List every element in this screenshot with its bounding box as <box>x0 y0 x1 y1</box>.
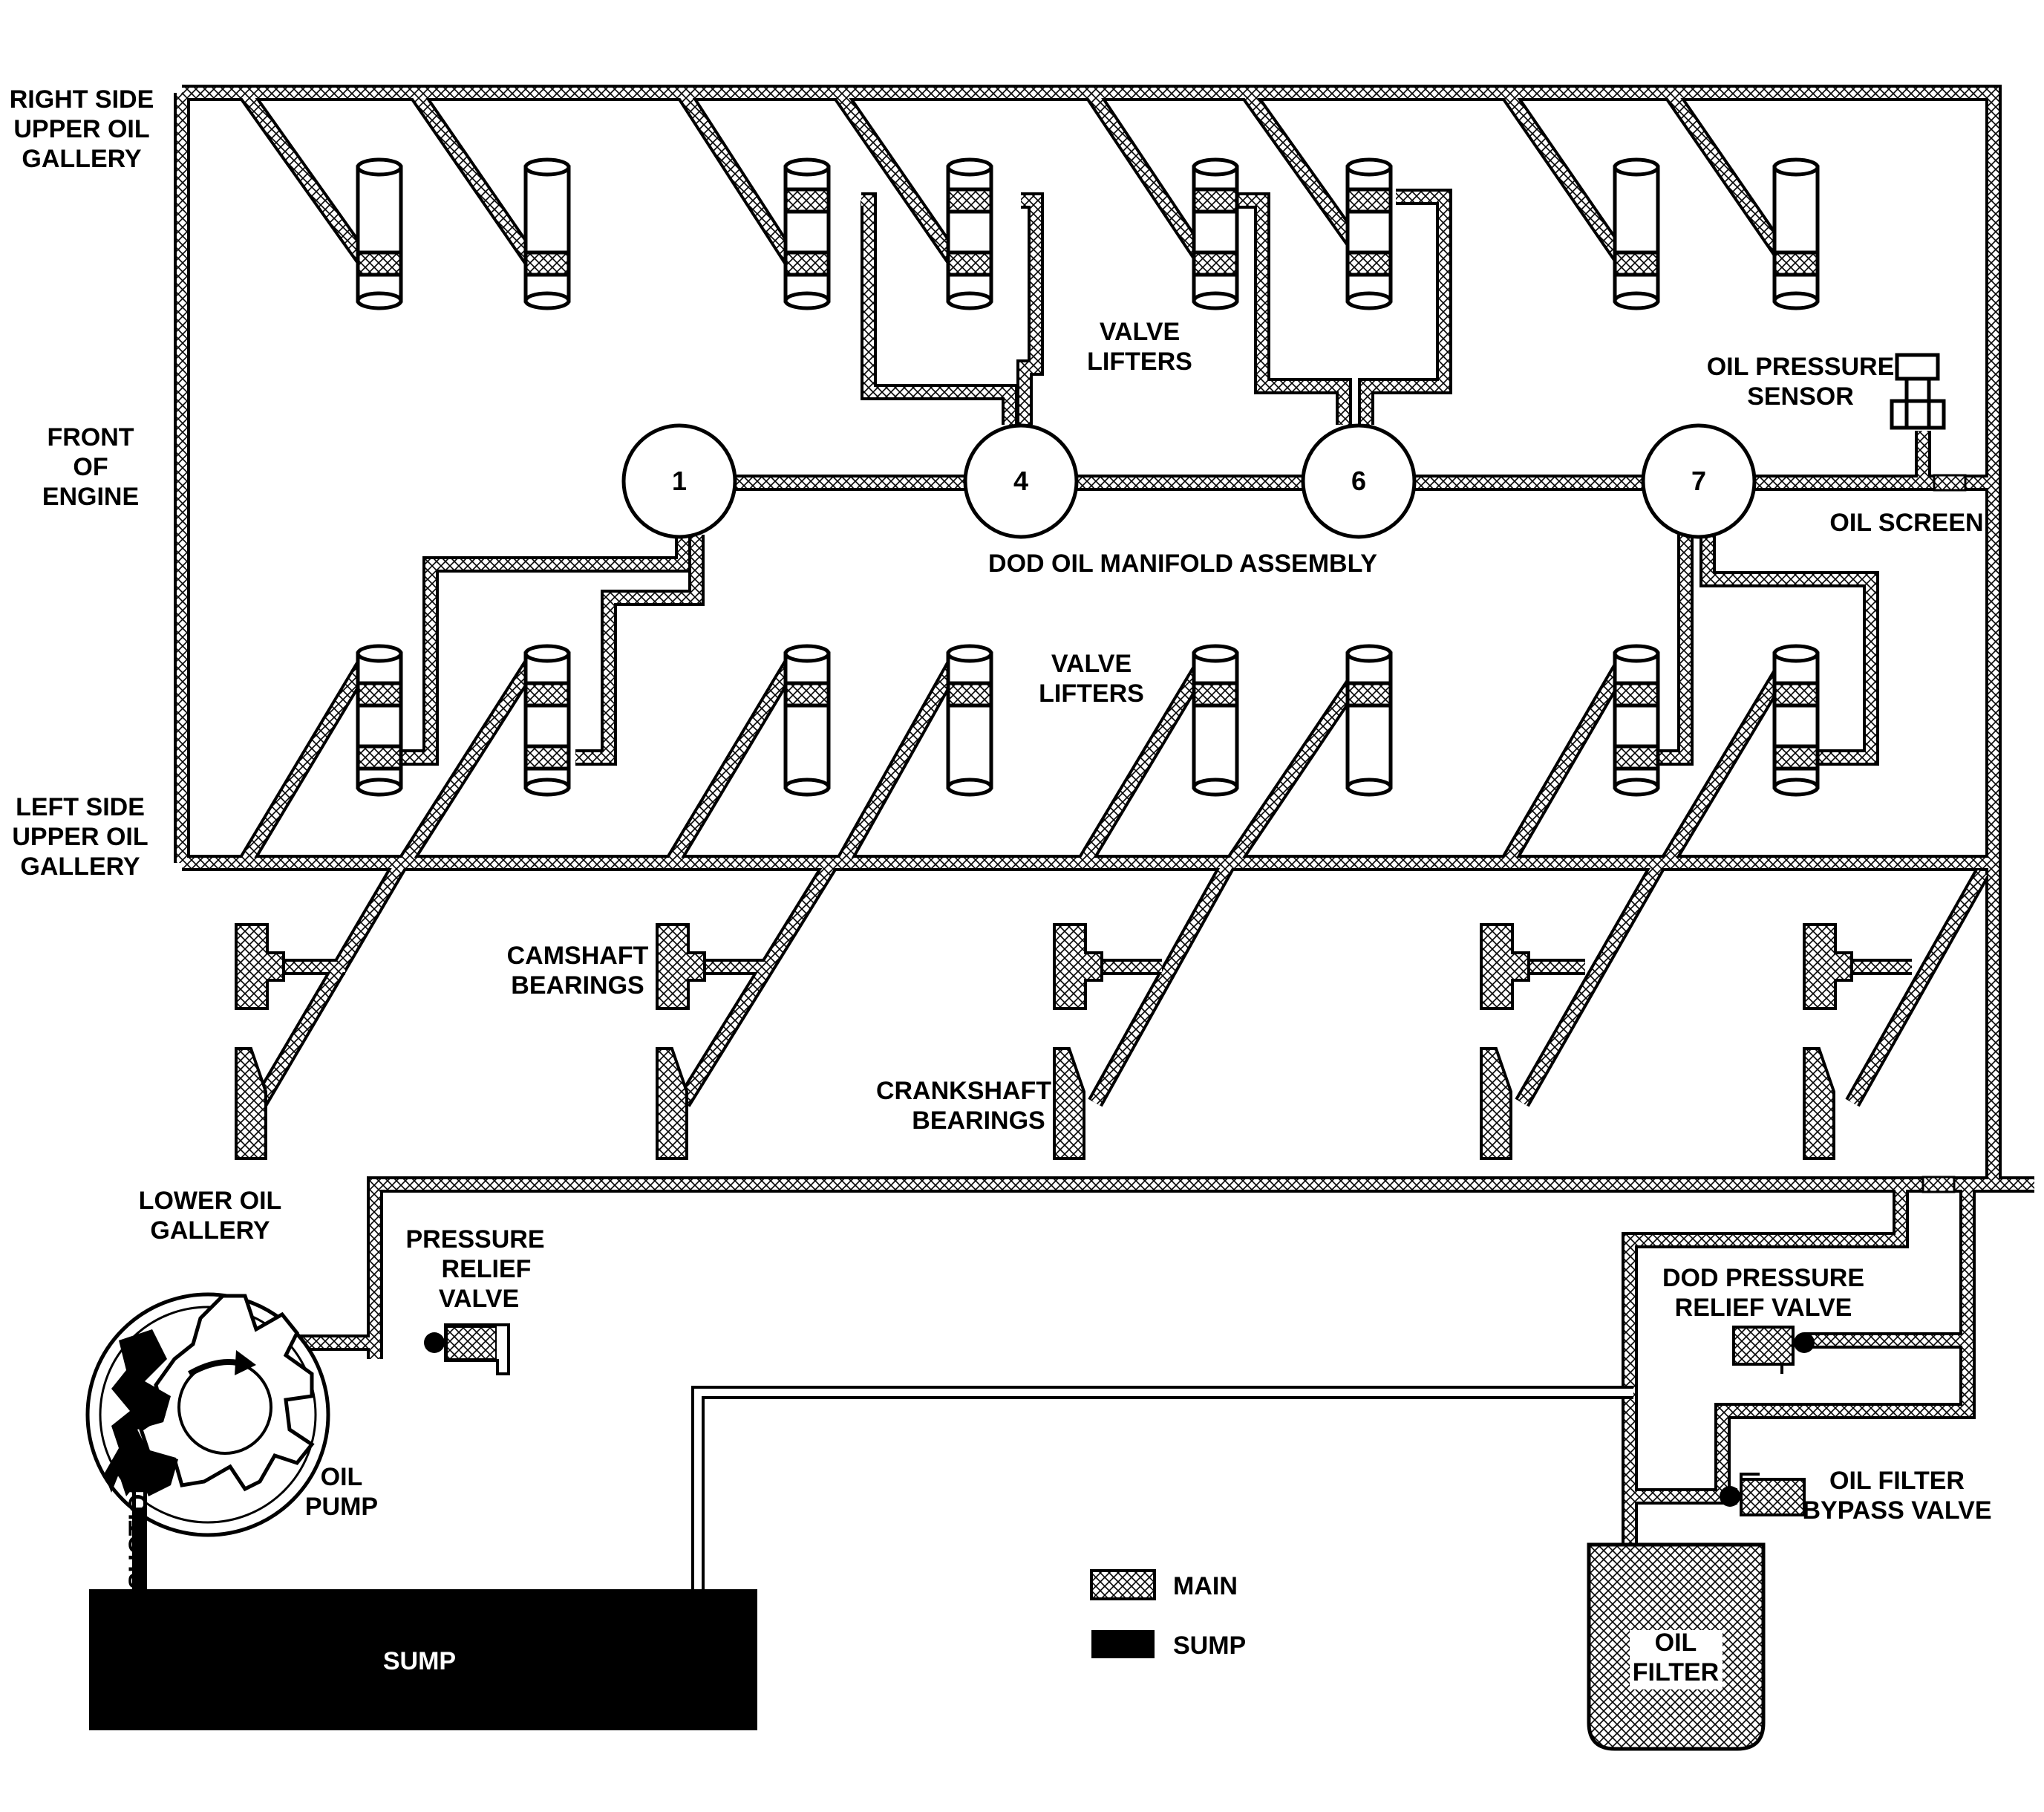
lifter-l4 <box>946 644 993 797</box>
oil-pressure-sensor-icon <box>1890 353 1946 430</box>
manifold-port-7 <box>1641 423 1757 539</box>
port-6-label: 6 <box>1351 466 1366 496</box>
pressure-relief-label-3: VALVE <box>439 1285 519 1313</box>
front-label-2: OF <box>73 453 108 481</box>
front-label-3: ENGINE <box>42 483 139 511</box>
manifold-port-1 <box>621 423 737 539</box>
sump-label: SUMP <box>383 1647 456 1675</box>
bypass-label-2: BYPASS VALVE <box>1802 1496 1991 1525</box>
crankshaft-bearings <box>235 1047 1835 1160</box>
manifold-label: DOD OIL MANIFOLD ASSEMBLY <box>988 550 1377 578</box>
port-4-label: 4 <box>1013 466 1028 496</box>
lifter-l3 <box>783 644 831 797</box>
oil-pump-icon <box>85 1292 330 1589</box>
lower-gallery-label-2: GALLERY <box>150 1216 270 1245</box>
port-7-label: 7 <box>1691 466 1706 496</box>
sump-tank <box>89 1589 757 1730</box>
lifter-l1 <box>356 644 403 797</box>
upper-valve-lifters <box>356 157 1820 310</box>
oil-filter-icon <box>1587 1542 1766 1751</box>
oil-pressure-sensor-label-1: OIL PRESSURE <box>1707 353 1895 381</box>
lifter-u5 <box>1192 157 1239 310</box>
camshaft-bearings <box>235 923 1853 1010</box>
valve-lifters-top-label-2: LIFTERS <box>1087 348 1192 376</box>
legend-main-swatch <box>1090 1569 1156 1600</box>
crankshaft-label-2: BEARINGS <box>912 1107 1045 1135</box>
lifter-u1 <box>356 157 403 310</box>
lifter-l8 <box>1772 644 1820 797</box>
crankshaft-label-1: CRANKSHAFT <box>876 1077 1051 1105</box>
oil-screen-label: OIL SCREEN <box>1829 509 1983 537</box>
camshaft-label-2: BEARINGS <box>511 971 644 1000</box>
legend: MAIN SUMP <box>1090 1569 1246 1660</box>
legend-sump-swatch <box>1091 1630 1155 1658</box>
right-gallery-label-2: UPPER OIL <box>13 115 149 143</box>
oil-passages <box>174 85 2034 1589</box>
lower-valve-lifters <box>356 644 1820 797</box>
callout-labels: RIGHT SIDE UPPER OIL GALLERY FRONT OF EN… <box>10 85 1992 1686</box>
left-gallery-label-1: LEFT SIDE <box>16 793 145 821</box>
lifter-u3 <box>783 157 831 310</box>
lifter-l2 <box>523 644 571 797</box>
manifold-port-4 <box>963 423 1079 539</box>
oil-pump-label-1: OIL <box>321 1463 363 1491</box>
pressure-relief-label-1: PRESSURE <box>405 1225 544 1254</box>
right-gallery-label-1: RIGHT SIDE <box>10 85 154 114</box>
oil-filter-bypass-valve-icon <box>1720 1473 1806 1516</box>
lifter-l6 <box>1345 644 1393 797</box>
oil-filter-label-2: FILTER <box>1633 1658 1719 1686</box>
dod-pressure-relief-valve-icon <box>1732 1326 1815 1374</box>
right-gallery-label-3: GALLERY <box>22 145 142 173</box>
legend-sump-label: SUMP <box>1173 1632 1246 1660</box>
lifter-u6 <box>1345 157 1393 310</box>
lifter-u4 <box>946 157 993 310</box>
port-1-label: 1 <box>672 466 687 496</box>
manifold-port-6 <box>1301 423 1417 539</box>
bypass-label-1: OIL FILTER <box>1829 1467 1965 1495</box>
lifter-u2 <box>523 157 571 310</box>
oil-pressure-sensor-label-2: SENSOR <box>1747 382 1854 411</box>
lifter-u8 <box>1772 157 1820 310</box>
left-gallery-label-3: GALLERY <box>20 853 140 881</box>
pressure-relief-valve-icon <box>424 1323 510 1375</box>
pressure-relief-label-2: RELIEF <box>442 1255 532 1283</box>
front-label-1: FRONT <box>47 423 134 452</box>
dod-relief-label-2: RELIEF VALVE <box>1675 1294 1852 1322</box>
lower-gallery-label-1: LOWER OIL <box>139 1187 282 1215</box>
valve-lifters-bottom-label-1: VALVE <box>1051 650 1132 678</box>
oil-pump-label-2: PUMP <box>305 1493 378 1521</box>
oil-filter-label-1: OIL <box>1655 1629 1697 1657</box>
suction-label: SUCTION <box>124 1476 152 1589</box>
lifter-l7 <box>1613 644 1660 797</box>
valve-lifters-bottom-label-2: LIFTERS <box>1039 680 1144 708</box>
valve-lifters-top-label-1: VALVE <box>1100 318 1180 346</box>
legend-main-label: MAIN <box>1173 1572 1238 1600</box>
camshaft-label-1: CAMSHAFT <box>507 942 649 970</box>
lifter-l5 <box>1192 644 1239 797</box>
dod-relief-label-1: DOD PRESSURE <box>1662 1264 1864 1292</box>
left-gallery-label-2: UPPER OIL <box>12 823 148 851</box>
dod-manifold <box>621 423 1757 539</box>
lifter-u7 <box>1613 157 1660 310</box>
